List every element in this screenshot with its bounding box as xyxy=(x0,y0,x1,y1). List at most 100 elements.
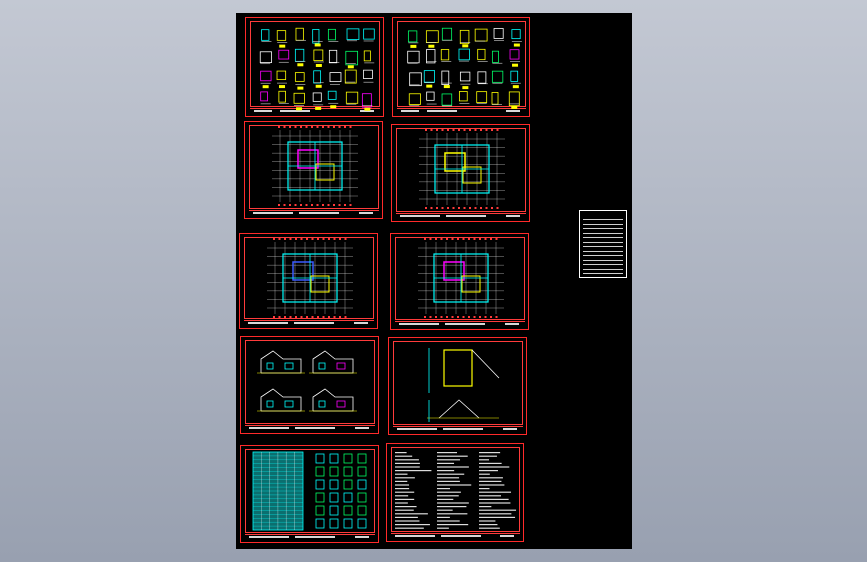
detail-block xyxy=(312,29,320,44)
sheet-plan-4[interactable] xyxy=(390,233,529,330)
dim-tick xyxy=(462,316,465,318)
elevation-outline xyxy=(260,350,302,374)
dim-tick xyxy=(289,204,291,206)
elevation-outline xyxy=(312,388,354,412)
window-type xyxy=(343,479,353,490)
dim-tick xyxy=(338,126,341,128)
dim-tick xyxy=(485,207,488,209)
dim-tick xyxy=(317,238,319,240)
dim-tick xyxy=(447,129,449,131)
note-line xyxy=(395,452,407,454)
sheet-elevations[interactable] xyxy=(240,336,379,434)
window-type xyxy=(343,505,353,516)
detail-block xyxy=(458,91,468,102)
detail-fill xyxy=(512,63,519,67)
dim-tick xyxy=(430,129,433,131)
sheet-plan-3[interactable] xyxy=(239,233,378,329)
detail-block xyxy=(276,70,287,81)
detail-fill xyxy=(512,85,519,89)
detail-block xyxy=(407,30,418,43)
dim-tick xyxy=(496,129,499,131)
detail-block xyxy=(493,28,504,39)
dim-tick xyxy=(436,207,438,209)
dim-tick xyxy=(435,238,437,240)
dim-tick xyxy=(484,238,487,240)
dim-tick xyxy=(447,207,449,209)
roof-slope xyxy=(471,349,500,379)
window-type xyxy=(315,479,325,490)
note-line xyxy=(395,484,410,486)
note-line xyxy=(395,477,415,479)
note-line xyxy=(437,502,469,504)
note-line xyxy=(395,524,430,526)
note-line xyxy=(479,498,509,500)
note-line xyxy=(479,466,510,468)
detail-block xyxy=(441,27,453,41)
detail-block xyxy=(312,92,322,102)
dim-tick xyxy=(436,129,438,131)
detail-block xyxy=(328,49,338,64)
dim-tick xyxy=(425,129,427,131)
legend-row xyxy=(583,219,623,220)
dim-tick xyxy=(311,126,313,128)
dim-tick xyxy=(429,316,432,318)
dim-tick xyxy=(289,238,292,240)
dim-tick xyxy=(480,129,482,131)
dim-tick xyxy=(322,126,324,128)
detail-fill xyxy=(364,107,371,111)
dim-tick xyxy=(327,204,330,206)
detail-block xyxy=(476,91,488,103)
note-line xyxy=(437,527,449,529)
note-line xyxy=(479,506,492,508)
note-line xyxy=(395,488,410,490)
dim-tick xyxy=(284,238,286,240)
dim-tick xyxy=(294,204,297,206)
sheet-details-2[interactable] xyxy=(392,17,530,117)
section-box xyxy=(443,349,473,387)
detail-fill xyxy=(462,44,469,48)
sheet-plan-2-drawing xyxy=(419,129,505,209)
sheet-sections[interactable] xyxy=(388,337,527,435)
sheet-details-1[interactable] xyxy=(245,17,384,117)
legend-row xyxy=(583,223,623,225)
note-line xyxy=(395,466,420,468)
note-line xyxy=(479,502,511,504)
sheet-notes[interactable] xyxy=(386,443,524,542)
sheet-schedule[interactable] xyxy=(240,445,379,543)
note-line xyxy=(395,520,420,522)
detail-fill xyxy=(462,86,469,90)
note-line xyxy=(479,520,496,522)
note-line xyxy=(395,516,418,518)
window-type xyxy=(357,466,367,477)
note-line xyxy=(395,470,432,472)
dim-tick xyxy=(333,126,335,128)
note-line xyxy=(395,480,408,482)
detail-block xyxy=(260,70,272,82)
detail-fill xyxy=(279,85,286,89)
sheet-plan-2[interactable] xyxy=(391,124,530,222)
window xyxy=(266,362,274,370)
window-type xyxy=(343,453,353,464)
window xyxy=(284,400,294,408)
dim-tick xyxy=(305,126,308,128)
drawing-index-legend[interactable] xyxy=(579,210,627,278)
detail-block xyxy=(345,91,359,104)
dim-tick xyxy=(435,316,437,318)
dim-tick xyxy=(333,316,336,318)
elevation-outline xyxy=(260,388,302,412)
dim-tick xyxy=(273,316,275,318)
note-line xyxy=(437,477,460,479)
sheet-details-2-drawing xyxy=(407,27,522,109)
dim-tick xyxy=(300,238,303,240)
window xyxy=(336,362,346,370)
detail-block xyxy=(344,69,357,84)
detail-block xyxy=(425,30,439,43)
sheet-plan-1[interactable] xyxy=(244,121,383,219)
note-line xyxy=(479,455,497,457)
detail-block xyxy=(329,72,342,83)
legend-row xyxy=(583,241,623,243)
dim-tick xyxy=(317,316,319,318)
dim-tick xyxy=(446,316,448,318)
window-type xyxy=(315,453,325,464)
window-type xyxy=(343,466,353,477)
